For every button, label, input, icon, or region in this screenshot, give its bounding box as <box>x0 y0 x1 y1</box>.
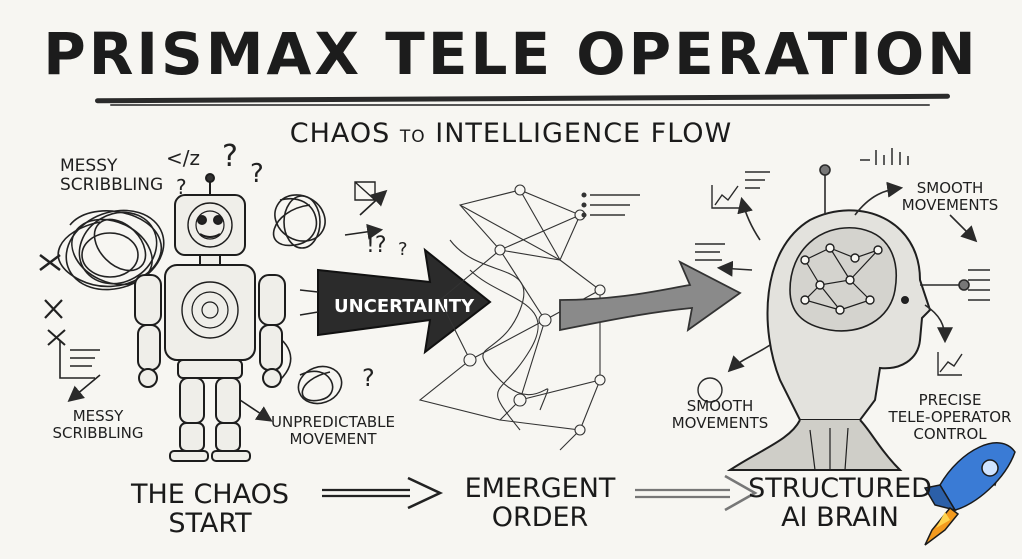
label-line: MOVEMENTS <box>671 414 769 432</box>
stage-line: STRUCTURED <box>748 473 932 504</box>
label-line: SMOOTH <box>916 179 984 197</box>
label-line: SCRIBBLING <box>52 424 144 442</box>
label-smooth-movements-top: SMOOTH MOVEMENTS <box>890 180 1010 214</box>
question-mark: ? <box>176 175 187 199</box>
ai-head-icon <box>726 209 932 471</box>
subtitle-right: INTELLIGENCE FLOW <box>435 118 733 149</box>
exclamation-question-mark: !? <box>366 233 387 258</box>
label-messy-scribbling-top: MESSY SCRIBBLING <box>60 157 180 195</box>
stage-line: ORDER <box>491 502 589 533</box>
label-line: MESSY <box>60 156 118 176</box>
robot-icon <box>134 173 286 462</box>
stage-line: THE CHAOS <box>131 479 289 510</box>
subtitle-left: CHAOS <box>289 118 391 149</box>
label-line: PRECISE <box>918 391 982 409</box>
brain-output-arrows <box>695 148 990 403</box>
question-mark: ? <box>362 364 375 392</box>
label-line: SCRIBBLING <box>60 175 164 195</box>
stage-line: START <box>168 508 252 539</box>
question-mark: ? <box>250 159 264 189</box>
label-precise-control: PRECISE TELE-OPERATOR CONTROL <box>880 392 1020 443</box>
page-subtitle: CHAOS TO INTELLIGENCE FLOW <box>0 118 1022 149</box>
title-underline-secondary <box>110 104 930 106</box>
label-line: SMOOTH <box>686 397 754 415</box>
stage-structured-ai-brain: STRUCTURED AI BRAIN <box>740 474 940 532</box>
label-line: MESSY <box>72 407 124 425</box>
chaos-marks: ? ? ? !? ? ? </z <box>166 139 408 392</box>
neural-network-icon <box>418 184 640 451</box>
stage-emergent-order: EMERGENT ORDER <box>450 474 630 532</box>
label-unpredictable-movement: UNPREDICTABLE MOVEMENT <box>258 414 408 448</box>
stage-chaos-start: THE CHAOS START <box>110 480 310 538</box>
bottom-flow-arrows <box>322 474 758 512</box>
rocket-icon <box>923 442 1016 546</box>
page-title: PRISMAX TELE OPERATION <box>43 20 979 88</box>
label-line: CONTROL <box>913 425 987 443</box>
stage-line: AI BRAIN <box>781 502 899 533</box>
label-smooth-movements-bottom: SMOOTH MOVEMENTS <box>660 398 780 432</box>
chaos-scribbles <box>39 181 388 422</box>
label-line: MOVEMENTS <box>901 196 999 214</box>
question-mark: ? <box>398 239 408 260</box>
subtitle-joiner: TO <box>399 127 426 147</box>
code-glyph: </z <box>166 146 200 170</box>
label-messy-scribbling-bottom: MESSY SCRIBBLING <box>38 408 158 442</box>
stage-line: EMERGENT <box>464 473 616 504</box>
label-line: UNPREDICTABLE <box>271 413 395 431</box>
arrow-label: UNCERTAINTY <box>334 296 475 317</box>
label-line: TELE-OPERATOR <box>888 408 1012 426</box>
label-line: MOVEMENT <box>289 430 377 448</box>
question-mark: ? <box>222 139 238 174</box>
order-arrow <box>559 260 742 333</box>
uncertainty-arrow: UNCERTAINTY <box>299 247 492 355</box>
